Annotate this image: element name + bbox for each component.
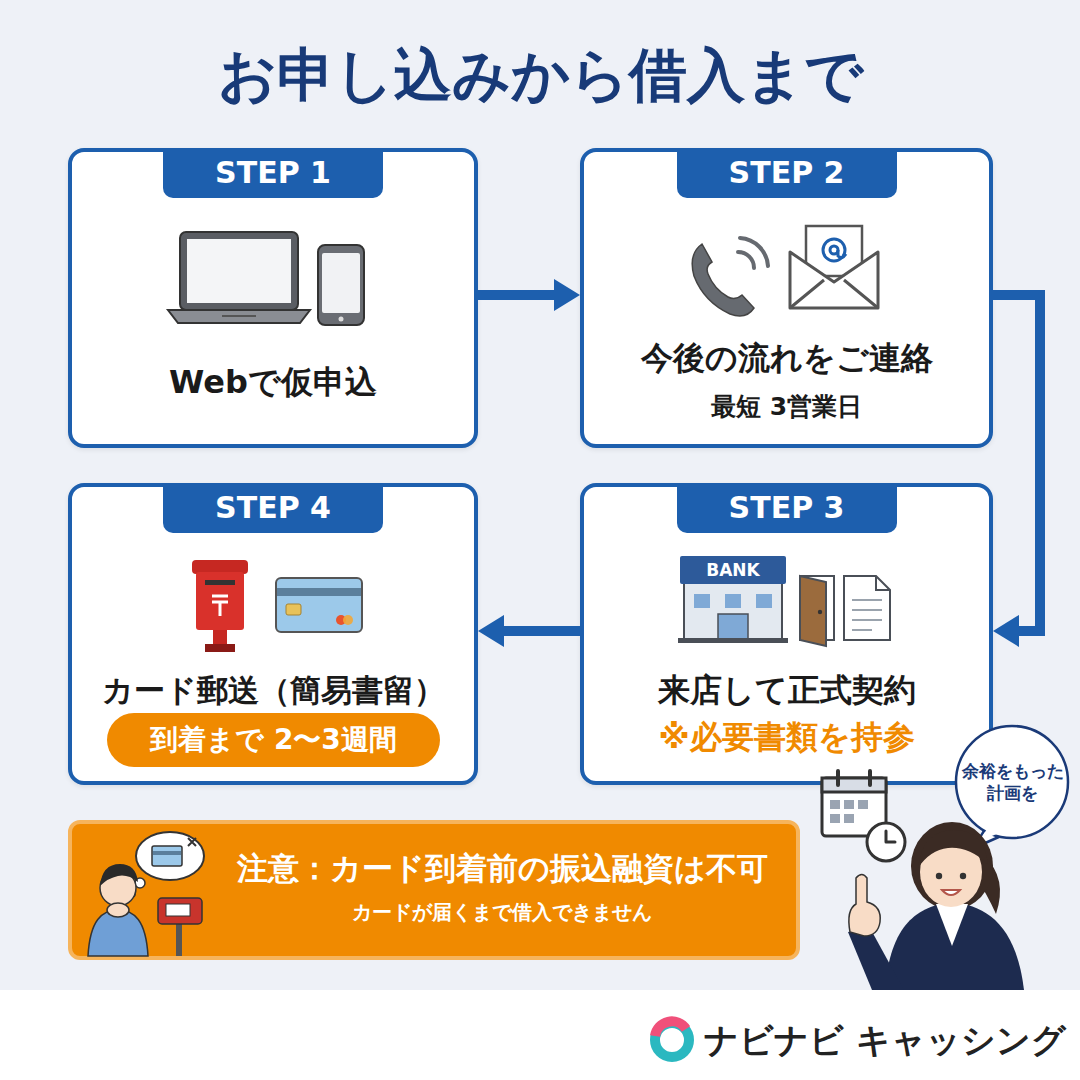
step-box: STEP 2 今後の流れをご連絡最短 3営業日 (580, 148, 993, 448)
calendar-day (844, 800, 854, 809)
warning-subtext: カードが届くまで借入できません (212, 898, 792, 926)
flow-arrow (504, 626, 580, 636)
woman-eye (936, 873, 942, 879)
woman-smile (942, 890, 960, 895)
woman-face (920, 837, 982, 907)
pill-text: 到着まで 2〜3週間 (107, 713, 440, 767)
diagram-title: お申し込みから借入まで (0, 36, 1080, 114)
step-text: 来店して正式契約 (584, 670, 989, 710)
woman-ponytail (976, 856, 1000, 914)
woman-shirt (936, 904, 968, 946)
calendar-day (830, 814, 840, 823)
warning-band: 注意：カード到着前の振込融資は不可カードが届くまで借入できません (68, 820, 800, 960)
speech-bubble: 余裕をもった 計画を (954, 724, 1070, 840)
warning-text: 注意：カード到着前の振込融資は不可 (212, 846, 792, 890)
step-box: STEP 1 Webで仮申込 (68, 148, 478, 448)
bubble-outline (954, 724, 1070, 840)
woman-suit (885, 902, 1024, 990)
step-label: STEP 2 (677, 148, 897, 198)
clock-hands (886, 831, 895, 842)
footer-band (0, 990, 1080, 1080)
logo-mark (655, 1021, 689, 1057)
step-box: STEP 3 来店して正式契約 ※必要書類を持参 (580, 483, 993, 785)
step-text: Webで仮申込 (72, 362, 474, 402)
bubble-text: 余裕をもった 計画を (962, 760, 1062, 804)
step-text: カード郵送（簡易書留） (72, 670, 474, 710)
step-label: STEP 3 (677, 483, 897, 533)
step-subtext: 最短 3営業日 (584, 390, 989, 424)
step-text: 今後の流れをご連絡 (584, 338, 989, 378)
bubble-tail-fill (979, 823, 1007, 841)
bubble-circle (956, 726, 1068, 838)
pointing-hand (849, 875, 880, 937)
step-label: STEP 4 (163, 483, 383, 533)
calendar-day (844, 814, 854, 823)
logo-arc (655, 1021, 686, 1036)
note-text: ※必要書類を持参 (584, 717, 989, 757)
flow-arrow (993, 295, 1040, 631)
advisor-woman (848, 822, 1024, 990)
step-label: STEP 1 (163, 148, 383, 198)
woman-eye (960, 873, 966, 879)
calendar-day (858, 800, 868, 809)
step-box: STEP 4 カード郵送（簡易書留）到着まで 2〜3週間 (68, 483, 478, 785)
brand-logo: ナビナビ キャッシング (704, 1016, 1074, 1064)
calendar-day (830, 800, 840, 809)
bank-sign-text: BANK (680, 556, 786, 584)
duration-pill: 到着まで 2〜3週間 (107, 713, 440, 767)
woman-neck (942, 888, 962, 906)
clock-face (867, 823, 905, 861)
flow-arrow (478, 290, 554, 300)
calendar-page (822, 778, 886, 836)
woman-sleeve (848, 928, 904, 990)
logo-ring (655, 1023, 689, 1057)
woman-bangs (918, 830, 988, 868)
